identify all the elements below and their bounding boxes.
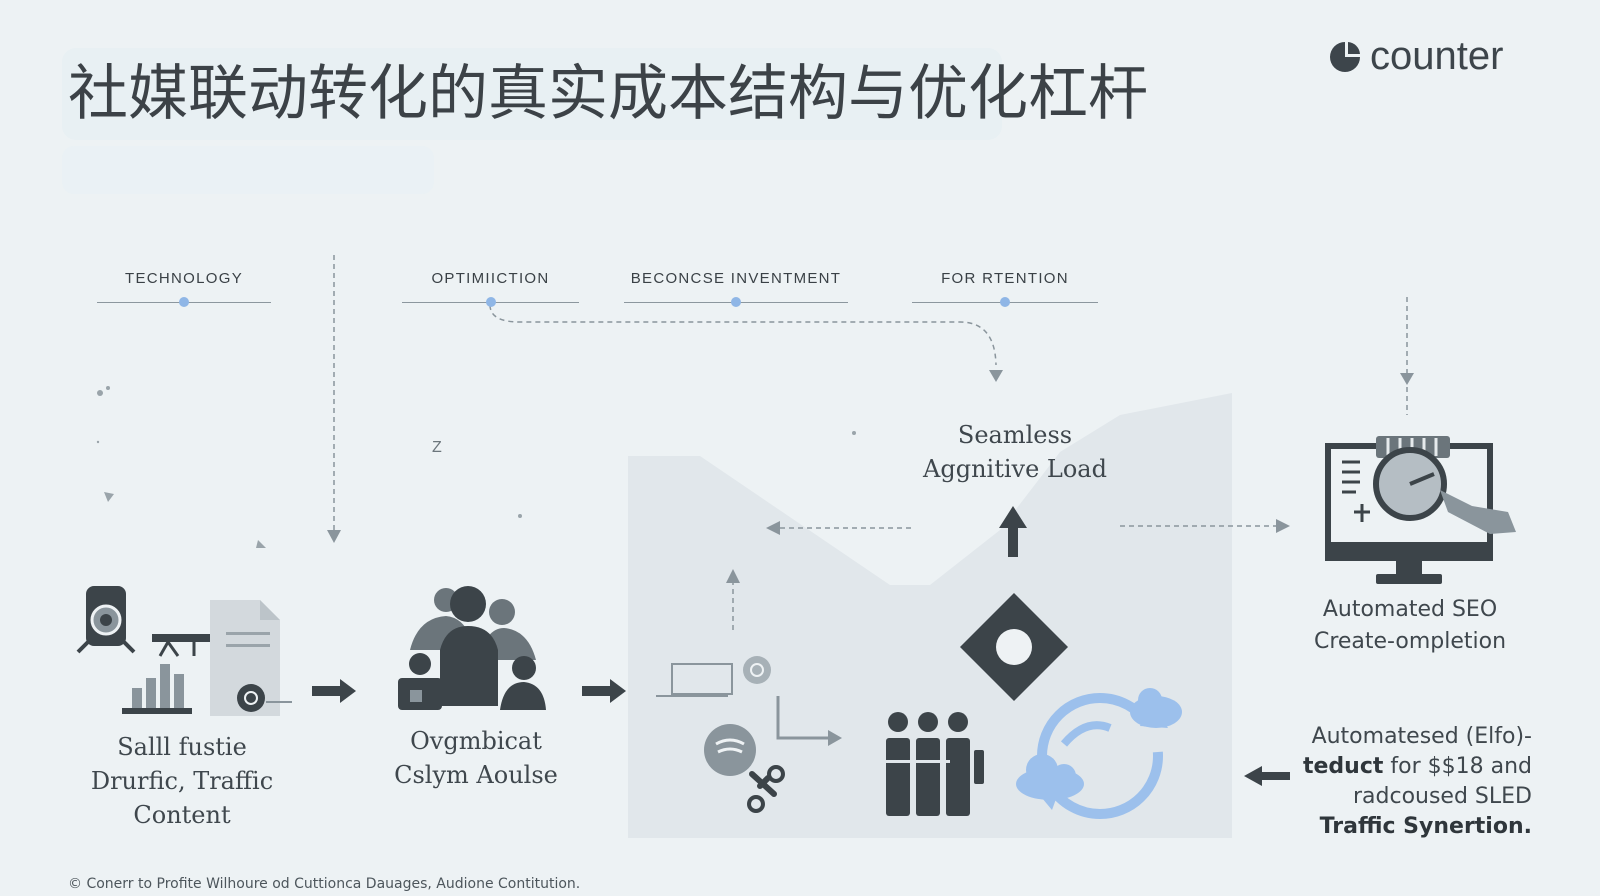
tab-investment[interactable]: BECONCSE INVENTMENT xyxy=(624,270,848,307)
content-traffic-illustration xyxy=(76,586,292,716)
node-label-community: Ovgmbicat Cslym Aoulse xyxy=(394,727,558,789)
node-label-content-traffic: Salll fustie Drurfic, Traffic Content xyxy=(90,733,274,829)
brand-name: counter xyxy=(1370,34,1504,78)
tab-marker-dot xyxy=(485,297,496,307)
arrowhead xyxy=(989,370,1003,382)
footer-note: © Conerr to Profite Wilhoure od Cuttionc… xyxy=(68,876,581,892)
arrowhead xyxy=(327,530,341,543)
arrow-middle-to-center xyxy=(582,686,610,696)
dashed-route-optimization xyxy=(489,304,997,366)
tab-retention[interactable]: FOR RTENTION xyxy=(912,270,1098,307)
people-group-icon xyxy=(398,586,546,710)
node-label-seo: Automated SEO Create-ompletion xyxy=(1313,597,1507,654)
arrow-left-to-middle xyxy=(312,686,340,696)
stray-mark: Z xyxy=(432,439,442,456)
arrowhead xyxy=(1276,519,1290,533)
seo-monitor-icon xyxy=(1325,436,1516,584)
tab-marker-dot xyxy=(1000,297,1010,307)
arrow-into-right-text xyxy=(1262,772,1290,780)
tab-label: TECHNOLOGY xyxy=(124,270,243,287)
right-summary-text: Automatesed (Elfo)- teduct for $$18 and … xyxy=(1302,724,1532,839)
arrowhead xyxy=(1400,373,1414,385)
node-label-seamless: Seamless Aggnitive Load xyxy=(923,421,1107,483)
tab-technology[interactable]: TECHNOLOGY xyxy=(97,270,271,307)
page-title: 社媒联动转化的真实成本结构与优化杠杆 xyxy=(62,48,1148,140)
cost-structure-illustration xyxy=(656,593,1182,819)
arrowhead xyxy=(726,569,740,583)
arrow-up-to-seamless xyxy=(1008,525,1018,557)
tab-marker-dot xyxy=(179,297,189,307)
subtitle-placeholder xyxy=(62,146,434,194)
counter-logo-icon xyxy=(1330,41,1360,72)
tab-label: FOR RTENTION xyxy=(941,270,1069,287)
tab-label: OPTIMIICTION xyxy=(431,270,550,287)
tab-label: BECONCSE INVENTMENT xyxy=(630,270,842,287)
arrowhead xyxy=(766,521,780,535)
brand-logo: counter xyxy=(1328,34,1503,79)
tab-marker-dot xyxy=(731,297,741,307)
tab-optimization[interactable]: OPTIMIICTION xyxy=(402,270,579,307)
